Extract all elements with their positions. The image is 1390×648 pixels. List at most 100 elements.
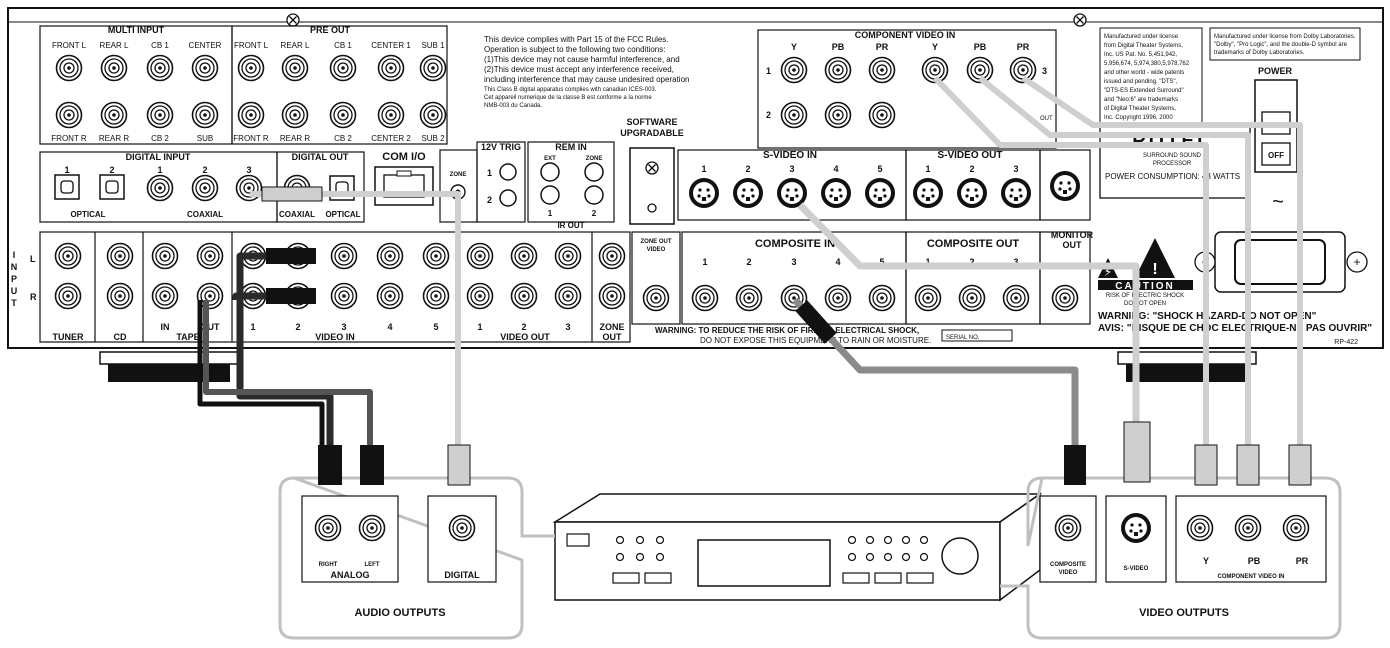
fcc-line-3: (1)This device may not cause harmful int…: [484, 55, 680, 64]
fcc-line-5: including interference that may cause un…: [484, 75, 689, 84]
screw-icon: [645, 161, 659, 175]
zone-out-label-2: OUT: [603, 332, 623, 342]
multi-input-bottom-label: CB 2: [151, 134, 169, 143]
multi-input-top-label: FRONT L: [52, 41, 87, 50]
svideo-out-number: 3: [1013, 164, 1018, 174]
device-button: [847, 552, 857, 562]
source-pr-jack: [1282, 514, 1310, 542]
ir-out-2-label: 2: [592, 209, 597, 218]
fcc-line-2: Operation is subject to the following tw…: [484, 45, 665, 54]
shock-warning: WARNING: TO REDUCE THE RISK OF FIRE OR E…: [655, 326, 1013, 345]
zone-label: ZONE: [450, 172, 467, 178]
dolby-line-2: "Dolby", "Pro Logic", and the double-D s…: [1214, 42, 1348, 48]
analog-jack: [330, 242, 358, 270]
analog-jack: [510, 282, 538, 310]
pre-out-jack: [329, 54, 357, 82]
analog-jack: [422, 242, 450, 270]
ac-symbol-icon: ~: [1272, 191, 1284, 213]
component-row-2: 2: [766, 110, 771, 120]
digital-input-number: 1: [64, 165, 69, 175]
com-io-label: COM I/O: [382, 151, 426, 163]
video-in-number: 1: [250, 322, 255, 332]
svideo-out-number: 1: [925, 164, 930, 174]
trig-2-label: 2: [487, 195, 492, 205]
device-button: [883, 552, 893, 562]
pre-out-bottom-label: SUB 2: [421, 134, 445, 143]
svideo-monitor-out-jack: [1050, 171, 1080, 201]
cables: [197, 75, 1312, 486]
left-channel-label: L: [30, 254, 36, 264]
svideo-out-jack: [957, 178, 987, 208]
power-switch: POWER ON OFF: [1254, 66, 1298, 173]
dolby-license: Manufactured under license from Dolby La…: [1209, 27, 1361, 61]
multi-input-bottom-label: FRONT R: [51, 134, 87, 143]
brand-subtitle-2: PROCESSOR: [1153, 161, 1192, 167]
video-in-number: 4: [387, 322, 392, 332]
dts-line: from Digital Theater Systems,: [1104, 43, 1183, 49]
pre-out-bottom-label: CB 2: [334, 134, 352, 143]
component-column-label: PB: [832, 42, 845, 52]
zone-out-label: ZONE: [599, 322, 624, 332]
device-button: [635, 552, 645, 562]
composite-out-number: 1: [925, 257, 930, 267]
caution-title: CAUTION: [1115, 281, 1175, 292]
component-jack: [868, 56, 896, 84]
component-column-label: PR: [876, 42, 889, 52]
dts-line: issued and pending. "DTS",: [1104, 79, 1178, 85]
video-out-number: 1: [477, 322, 482, 332]
component-y-cable: [932, 75, 1209, 445]
source-y-label: Y: [1203, 556, 1209, 566]
svideo-in-number: 1: [701, 164, 706, 174]
analog-jack: [106, 282, 134, 310]
video-in-label: VIDEO IN: [315, 332, 355, 342]
source-analog-label: ANALOG: [331, 570, 370, 580]
input-letter: T: [11, 298, 17, 308]
pre-out-top-label: REAR L: [281, 41, 310, 50]
monitor-out-label: MONITOR: [1051, 230, 1094, 240]
svideo-out-title: S-VIDEO OUT: [937, 150, 1002, 161]
pre-out-jack: [377, 54, 405, 82]
device-button: [865, 552, 875, 562]
device-button: [901, 552, 911, 562]
source-y-jack: [1186, 514, 1214, 542]
pre-out-jack: [329, 101, 357, 129]
analog-jack: [376, 242, 404, 270]
power-off-label: OFF: [1268, 151, 1284, 160]
coaxial-input-1: [146, 174, 174, 202]
source-pb-jack: [1234, 514, 1262, 542]
device-button: [615, 535, 625, 545]
input-letter: U: [11, 286, 18, 296]
digital-input-number: 2: [202, 165, 207, 175]
dts-line: Manufactured under license: [1104, 34, 1179, 40]
caution-line-1: RISK OF ELECTRIC SHOCK: [1106, 293, 1184, 299]
device-button: [847, 535, 857, 545]
analog-jack: [466, 242, 494, 270]
source-composite-jack: [1054, 514, 1082, 542]
multi-input-jack: [100, 101, 128, 129]
composite-monitor-out-jack: [1051, 284, 1079, 312]
tuner-label: TUNER: [53, 332, 84, 342]
device-button: [901, 535, 911, 545]
dts-line: of Digital Theater Systems,: [1104, 106, 1176, 112]
rem-in-section: REM IN EXT ZONE 1 2 IR OUT: [527, 141, 615, 230]
device-button: [919, 535, 929, 545]
source-audio-left-jack: [358, 514, 386, 542]
analog-jack: [510, 242, 538, 270]
multi-input-title: MULTI INPUT: [108, 25, 165, 35]
caution-line-2: DO NOT OPEN: [1124, 301, 1166, 307]
analog-cable-left: [232, 292, 270, 300]
upgradable-label: UPGRADABLE: [620, 128, 684, 138]
analog-jack: [106, 242, 134, 270]
component-pr-cable: [1021, 75, 1303, 445]
composite-monitor-out: [1039, 231, 1091, 325]
analog-jack: [196, 242, 224, 270]
serial-number-label: SERIAL NO.: [946, 335, 980, 341]
dts-line: "DTS-ES Extended Surround": [1104, 88, 1184, 94]
fcc-line-7: Cet appareil numerique de la classe B es…: [484, 95, 652, 101]
video-outputs-callout: COMPOSITE VIDEO S-VIDEO Y PB PR COMPONEN…: [1000, 476, 1342, 640]
multi-input-bottom-label: REAR R: [99, 134, 129, 143]
fcc-line-8: NMB-003 du Canada.: [484, 103, 542, 109]
